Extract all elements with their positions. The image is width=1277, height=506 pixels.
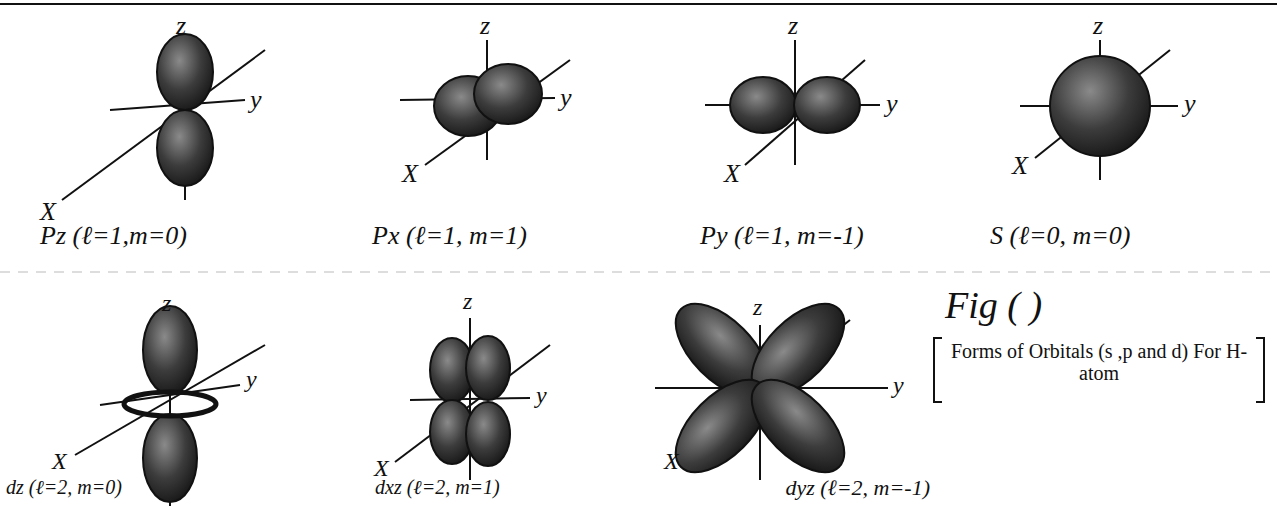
axis-label: z [162,290,171,316]
axis-label: z [176,12,186,41]
orbital-caption: Pz (ℓ=1,m=0) [40,222,187,251]
axis-label: z [1093,12,1103,41]
axis-label: X [52,448,67,474]
orbital-caption: Px (ℓ=1, m=1) [372,222,527,251]
orbital-caption: S (ℓ=0, m=0) [990,222,1131,251]
axis-label: y [560,84,572,113]
axis-label: z [788,12,798,41]
axis-label: y [1184,90,1196,119]
orbital-caption: dxz (ℓ=2, m=1) [375,476,500,498]
orbital-caption: dyz (ℓ=2, m=-1) [785,476,930,500]
axis-label: z [753,294,762,320]
axis-label: X [402,160,418,189]
figure-note: Forms of Orbitals (s ,p and d) For H-ato… [946,340,1252,384]
axis-label: y [893,372,904,398]
axis-label: z [463,288,472,314]
orbital-caption: dz (ℓ=2, m=0) [6,476,122,498]
axis-label: X [664,448,679,474]
axis-label: X [724,160,740,189]
axis-label: z [480,12,490,41]
axis-label: y [250,86,262,115]
axis-label: y [246,366,257,392]
axis-label: X [1012,152,1028,181]
orbital-caption: Py (ℓ=1, m=-1) [700,222,864,251]
axis-label: y [536,382,547,408]
axis-label: y [886,90,898,119]
figure-number: Fig ( ) [945,285,1042,327]
